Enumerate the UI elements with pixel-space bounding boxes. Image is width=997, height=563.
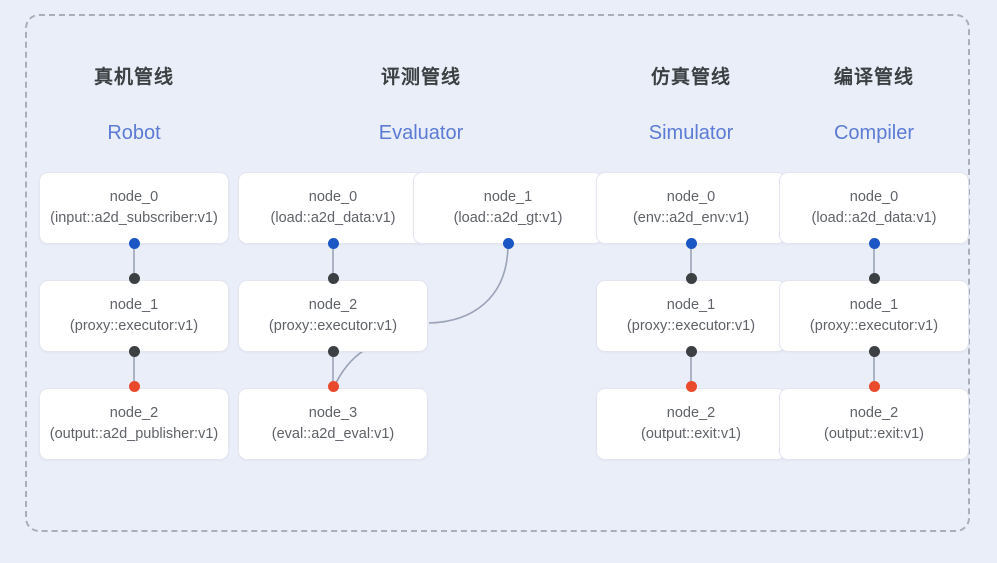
node-spec: (input::a2d_subscriber:v1) [50,210,218,226]
node-name: node_1 [109,296,159,313]
port-input-simulator-1[interactable] [686,273,697,284]
node-spec: (load::a2d_data:v1) [811,210,937,226]
port-output-robot-1[interactable] [129,346,140,357]
node-spec: (proxy::executor:v1) [268,318,398,334]
node-spec: (load::a2d_data:v1) [270,210,396,226]
node-spec: (load::a2d_gt:v1) [453,210,563,226]
port-output-evaluator-2[interactable] [328,346,339,357]
column-header-simulator: 仿真管线 Simulator [571,62,811,145]
port-input-simulator-2[interactable] [686,381,697,392]
port-output-compiler-1[interactable] [869,346,880,357]
port-output-simulator-1[interactable] [686,346,697,357]
node-evaluator-3[interactable]: node_3 (eval::a2d_eval:v1) [238,388,428,460]
node-name: node_0 [109,188,159,205]
port-output-evaluator-0[interactable] [328,238,339,249]
column-cn-title-compiler: 编译管线 [833,67,914,88]
node-robot-1[interactable]: node_1 (proxy::executor:v1) [39,280,229,352]
column-header-compiler: 编译管线 Compiler [754,62,994,145]
port-input-evaluator-3[interactable] [328,381,339,392]
port-output-evaluator-1[interactable] [503,238,514,249]
node-name: node_1 [666,296,716,313]
column-header-robot: 真机管线 Robot [14,62,254,145]
node-spec: (proxy::executor:v1) [626,318,756,334]
column-cn-title-evaluator: 评测管线 [380,67,461,88]
node-spec: (env::a2d_env:v1) [632,210,750,226]
node-name: node_1 [483,188,533,205]
node-compiler-2[interactable]: node_2 (output::exit:v1) [779,388,969,460]
column-en-title-evaluator: Evaluator [378,122,464,144]
column-en-title-compiler: Compiler [833,122,915,144]
port-output-simulator-0[interactable] [686,238,697,249]
node-evaluator-1[interactable]: node_1 (load::a2d_gt:v1) [413,172,603,244]
column-cn-title-simulator: 仿真管线 [650,67,731,88]
node-spec: (output::a2d_publisher:v1) [49,426,219,442]
column-en-title-robot: Robot [107,122,161,144]
column-header-evaluator: 评测管线 Evaluator [301,62,541,145]
port-input-compiler-2[interactable] [869,381,880,392]
port-input-compiler-1[interactable] [869,273,880,284]
node-spec: (proxy::executor:v1) [809,318,939,334]
node-simulator-2[interactable]: node_2 (output::exit:v1) [596,388,786,460]
column-cn-title-robot: 真机管线 [93,67,174,88]
node-name: node_2 [109,404,159,421]
port-input-evaluator-2[interactable] [328,273,339,284]
node-evaluator-0[interactable]: node_0 (load::a2d_data:v1) [238,172,428,244]
node-compiler-1[interactable]: node_1 (proxy::executor:v1) [779,280,969,352]
node-name: node_3 [308,404,358,421]
node-name: node_0 [308,188,358,205]
node-name: node_0 [849,188,899,205]
node-name: node_2 [308,296,358,313]
column-en-title-simulator: Simulator [648,122,734,144]
node-name: node_1 [849,296,899,313]
port-output-compiler-0[interactable] [869,238,880,249]
node-name: node_2 [849,404,899,421]
node-simulator-1[interactable]: node_1 (proxy::executor:v1) [596,280,786,352]
node-name: node_0 [666,188,716,205]
port-input-robot-1[interactable] [129,273,140,284]
port-output-robot-0[interactable] [129,238,140,249]
node-compiler-0[interactable]: node_0 (load::a2d_data:v1) [779,172,969,244]
node-spec: (eval::a2d_eval:v1) [271,426,395,442]
node-simulator-0[interactable]: node_0 (env::a2d_env:v1) [596,172,786,244]
node-robot-0[interactable]: node_0 (input::a2d_subscriber:v1) [39,172,229,244]
port-input-robot-2[interactable] [129,381,140,392]
node-name: node_2 [666,404,716,421]
node-spec: (output::exit:v1) [824,426,924,442]
node-evaluator-2[interactable]: node_2 (proxy::executor:v1) [238,280,428,352]
node-spec: (proxy::executor:v1) [69,318,199,334]
node-robot-2[interactable]: node_2 (output::a2d_publisher:v1) [39,388,229,460]
node-spec: (output::exit:v1) [641,426,741,442]
